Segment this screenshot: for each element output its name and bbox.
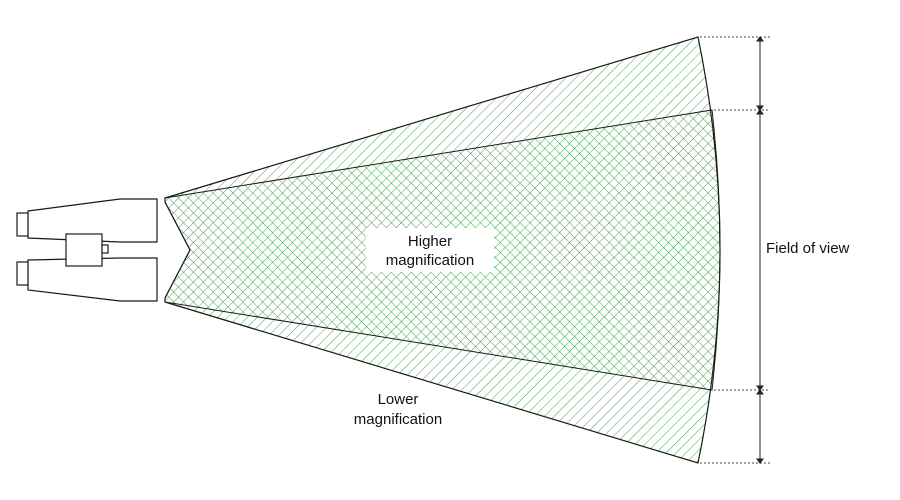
higher-magnification-label: Higher magnification [366,228,494,272]
binoculars-icon [16,198,158,302]
lower-label-line1: Lower [378,391,419,408]
higher-label-line1: Higher [408,233,452,250]
higher-label-line2: magnification [386,252,474,269]
field-of-view-dimension-wide [756,36,764,464]
lower-label-line2: magnification [354,411,442,428]
lower-magnification-label: Lower magnification [354,391,442,428]
extension-lines [700,36,770,464]
field-of-view-label: Field of view [766,240,850,257]
